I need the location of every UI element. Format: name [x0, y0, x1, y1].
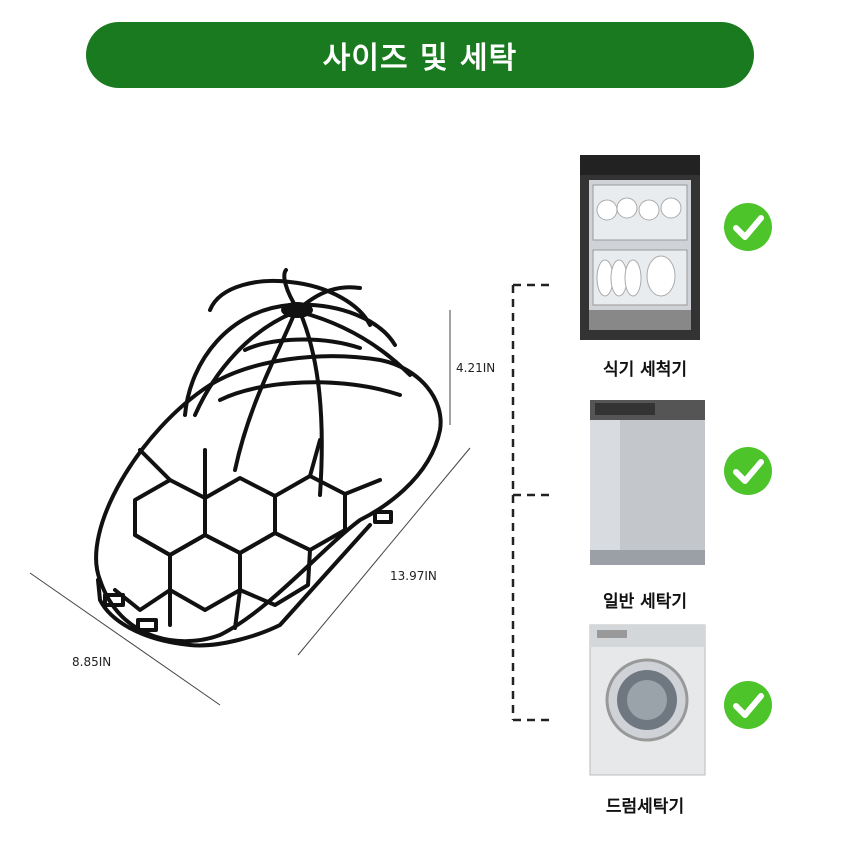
dashed-bracket: [511, 283, 553, 722]
check-icon: [724, 447, 772, 495]
front-load-washer-icon: [589, 624, 706, 776]
appliance-label-top-load: 일반 세탁기: [602, 592, 688, 612]
length-label: 13.97IN: [390, 569, 437, 583]
dishwasher-icon: [580, 155, 700, 340]
top-load-washer-icon: [590, 400, 705, 565]
title-banner: 사이즈 및 세탁: [86, 22, 754, 88]
banner-title: 사이즈 및 세탁: [322, 41, 518, 76]
check-icon: [724, 681, 772, 729]
height-label: 4.21IN: [456, 361, 496, 375]
appliance-label-dishwasher: 식기 세척기: [602, 360, 688, 380]
check-icon: [724, 203, 772, 251]
appliance-label-front-load: 드럼세탁기: [605, 797, 685, 817]
width-label: 8.85IN: [72, 655, 112, 669]
hat-cage-image: [94, 268, 443, 648]
